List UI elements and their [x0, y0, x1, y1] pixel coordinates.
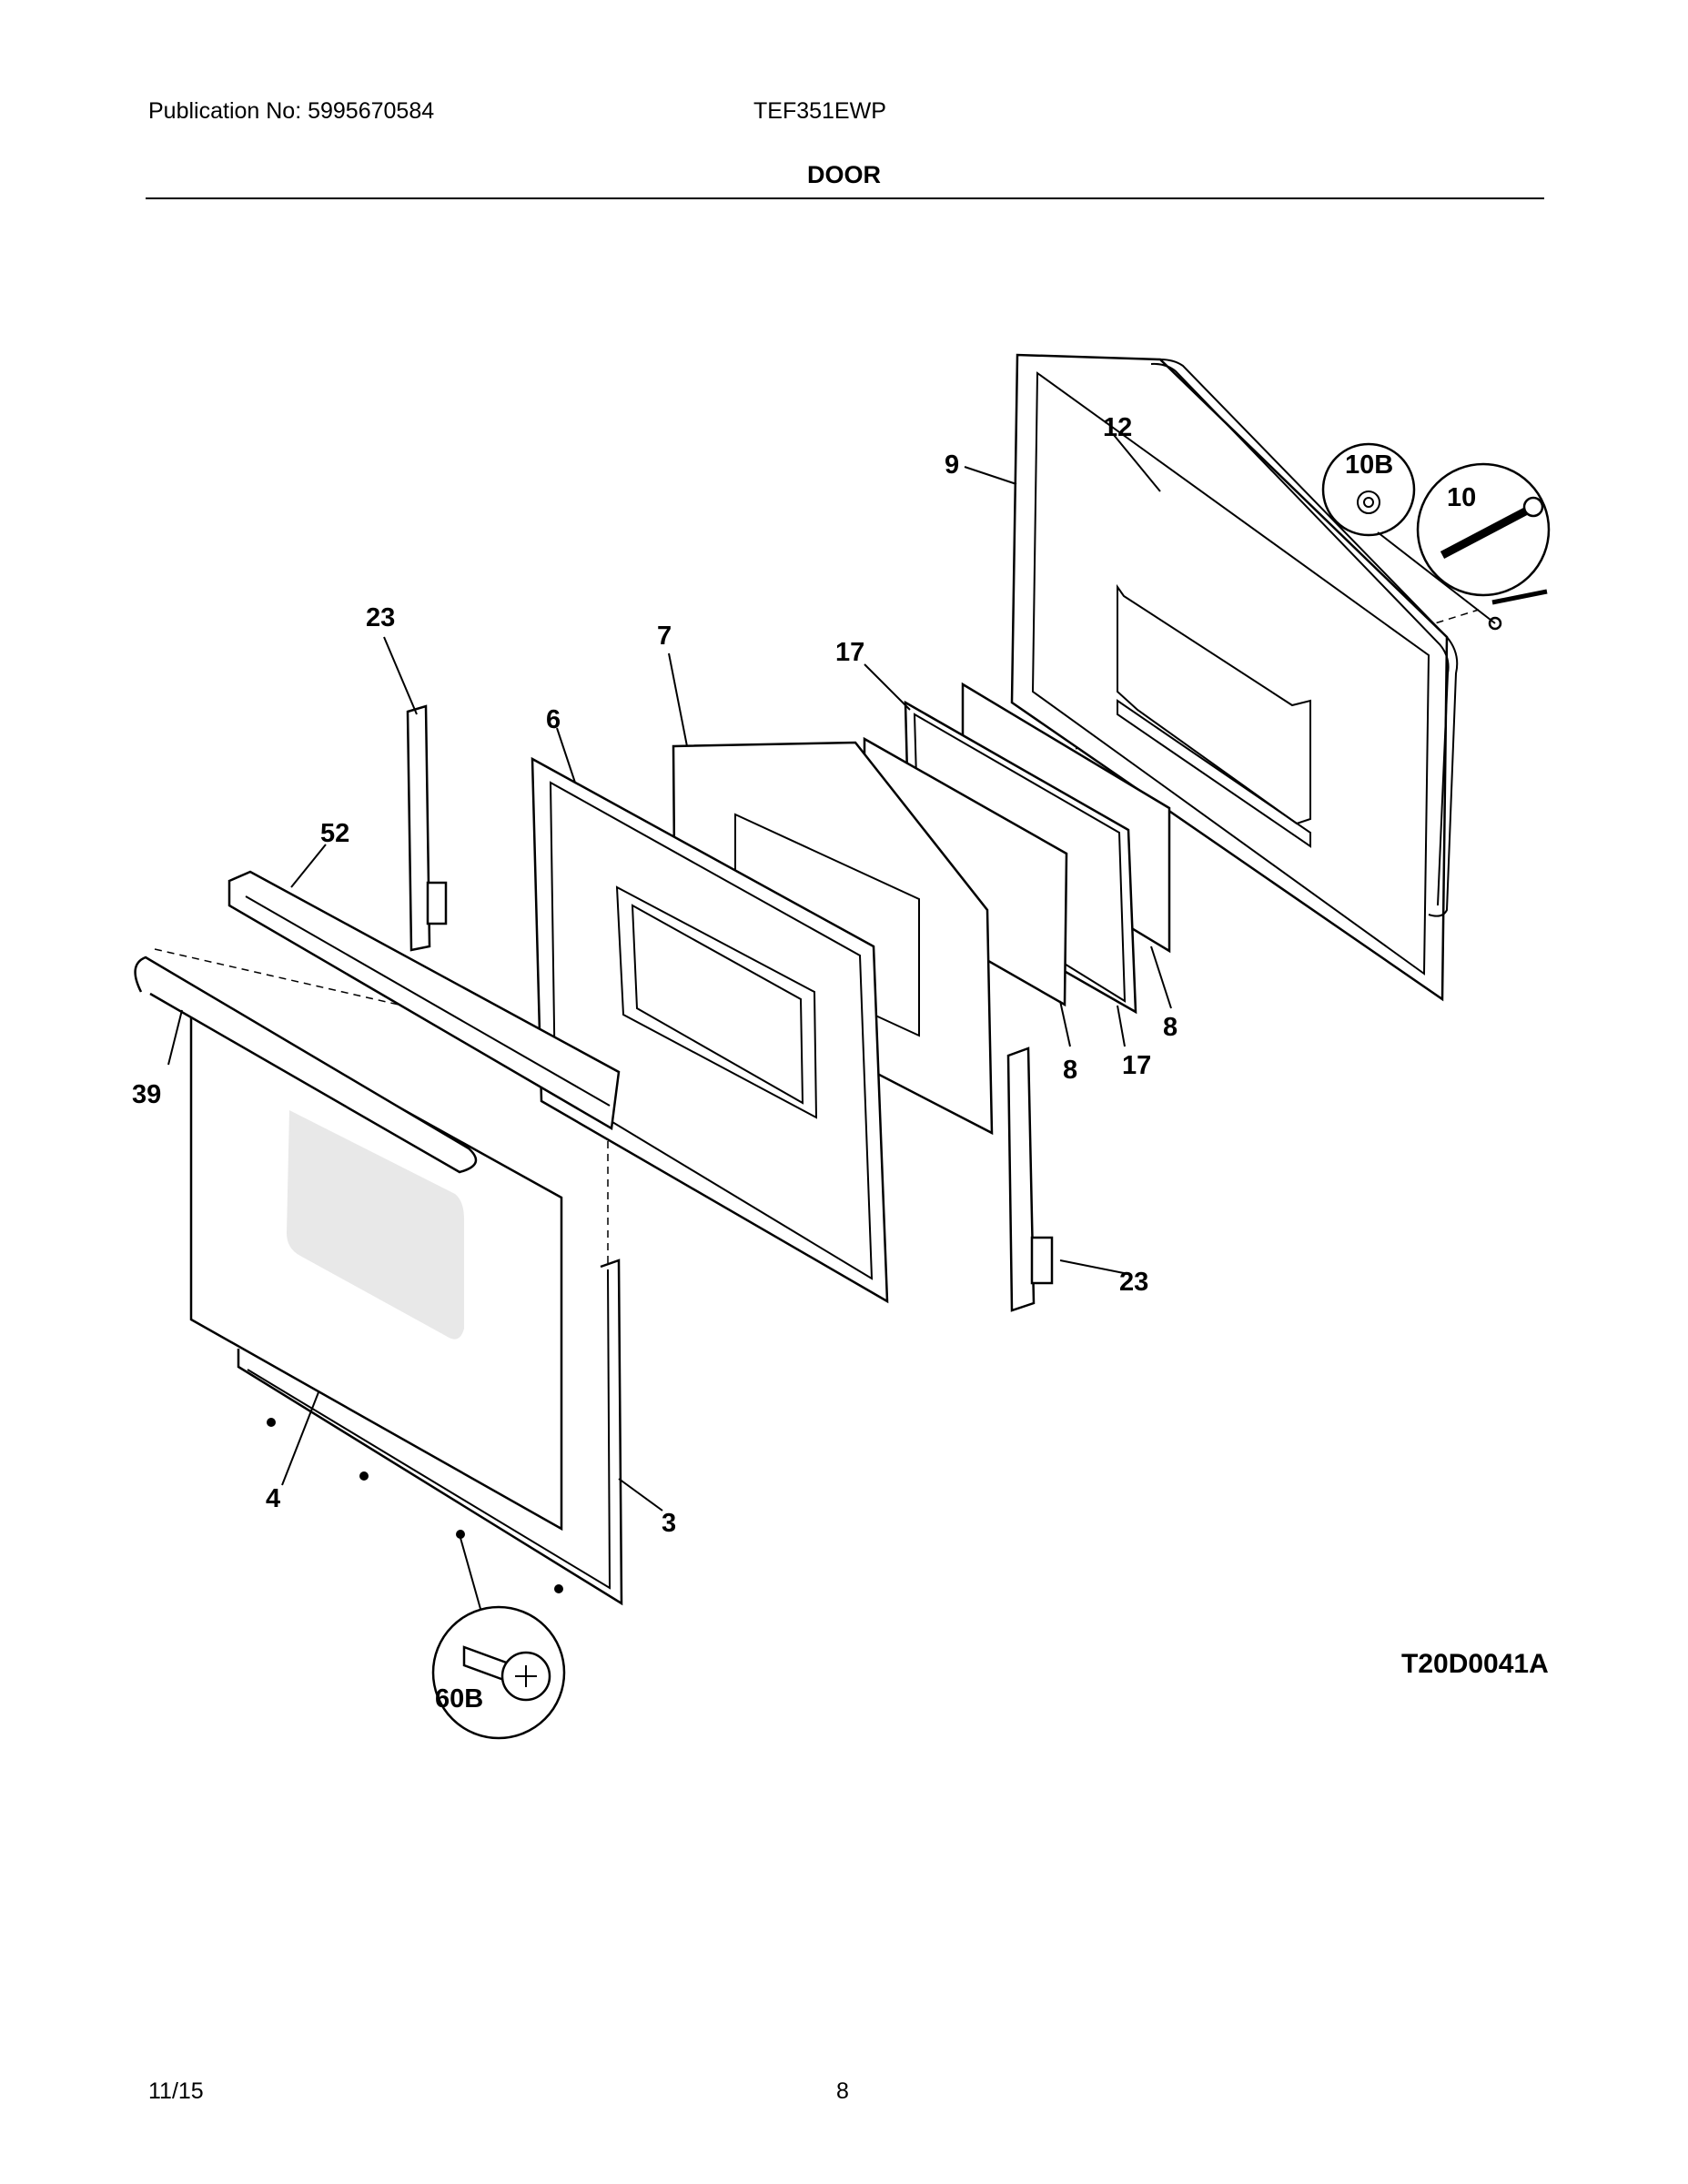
- revision-date: 11/15: [148, 2078, 204, 2104]
- callout-6: 6: [546, 705, 561, 734]
- callout-10b: 10B: [1345, 450, 1393, 480]
- detail-10: [1416, 462, 1551, 597]
- callout-60b: 60B: [435, 1684, 483, 1714]
- handle-bolt: [1488, 589, 1548, 631]
- section-title: DOOR: [807, 161, 881, 188]
- inner-door-panel: [531, 756, 889, 1304]
- publication-number: Publication No: 5995670584: [148, 98, 435, 124]
- door-gasket: [1150, 359, 1459, 917]
- callout-39: 39: [132, 1080, 161, 1109]
- callout-3: 3: [662, 1509, 676, 1538]
- callout-4: 4: [266, 1484, 280, 1513]
- door-handle: [134, 956, 478, 1174]
- callout-17-bottom: 17: [1122, 1051, 1151, 1080]
- frame-screws: [267, 1418, 563, 1593]
- detail-60b-screw: [431, 1605, 566, 1740]
- leader-lines: [167, 434, 1496, 1610]
- detail-10b: [1321, 442, 1416, 537]
- callout-10: 10: [1447, 483, 1476, 512]
- callout-12: 12: [1103, 413, 1132, 442]
- callout-52: 52: [320, 819, 349, 848]
- callout-23-top: 23: [366, 603, 395, 632]
- callout-8-mid: 8: [1063, 1056, 1077, 1085]
- header-divider: [146, 197, 1544, 199]
- inner-door-liner: [1010, 353, 1449, 1002]
- callout-9: 9: [945, 450, 959, 480]
- callout-7: 7: [657, 622, 672, 651]
- model-number: TEF351EWP: [753, 98, 886, 124]
- callout-23-bottom: 23: [1119, 1268, 1148, 1297]
- callout-8-right: 8: [1163, 1013, 1178, 1042]
- page-number: 8: [836, 2078, 849, 2104]
- door-trim-vent: [227, 870, 621, 1131]
- callout-17-top: 17: [835, 638, 864, 667]
- hinge-bottom: [1006, 1046, 1054, 1312]
- figure-code: T20D0041A: [1401, 1649, 1549, 1679]
- hinge-top: [406, 704, 448, 952]
